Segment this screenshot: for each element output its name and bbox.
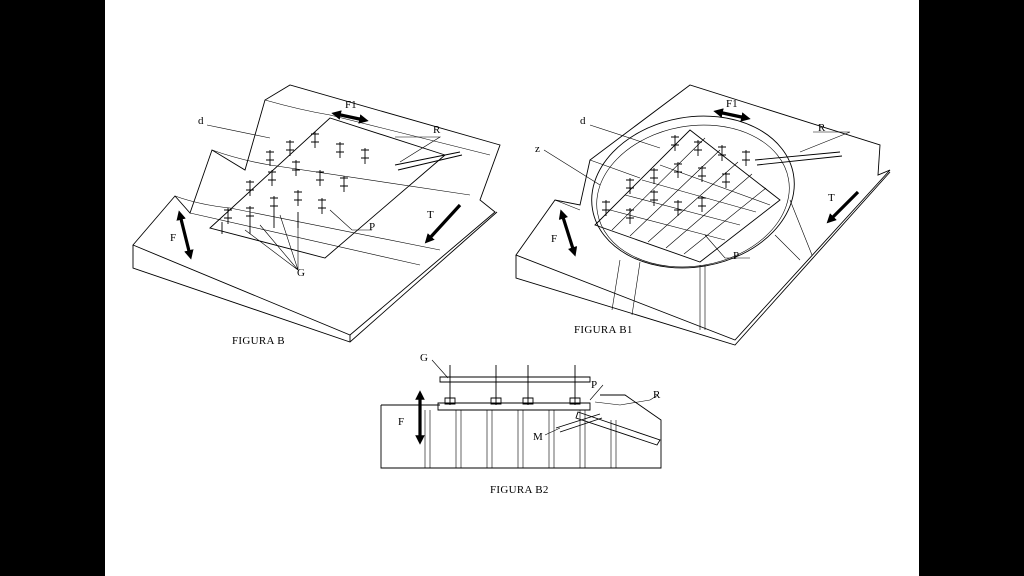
label-d-b: d (198, 115, 204, 127)
circular-pit (591, 115, 795, 269)
label-p-b1: P (733, 250, 739, 262)
arrow-f1-b1 (713, 108, 751, 122)
figure-b1: F1 d z R T F P FIGURA B1 (515, 84, 891, 346)
label-f-b1: F (551, 233, 557, 245)
caption-figura-b: FIGURA B (232, 335, 285, 347)
label-r-b: R (433, 124, 441, 136)
label-d-b1: d (580, 115, 586, 127)
caption-figura-b2: FIGURA B2 (490, 484, 549, 496)
seedling-units-b1 (602, 135, 750, 224)
label-t-b: T (427, 209, 434, 221)
figure-b2: G P R F M FIGURA B2 (380, 352, 662, 496)
label-f-b2: F (398, 416, 404, 428)
label-g-b2: G (420, 352, 428, 364)
label-t-b1: T (828, 192, 835, 204)
arrow-f-b (176, 210, 194, 260)
label-z-b1: z (535, 143, 540, 155)
label-r-b1: R (818, 122, 826, 134)
label-p-b: P (369, 221, 375, 233)
arrow-t-b1 (826, 190, 860, 224)
label-m-b2: M (533, 431, 543, 443)
patent-drawing: F1 d R T F P G FIGURA B F1 (132, 84, 891, 496)
label-f1-b1: F1 (726, 98, 738, 110)
arrow-f1-b (331, 110, 369, 124)
drawing-sheet: F1 d R T F P G FIGURA B F1 (105, 0, 919, 576)
figure-b: F1 d R T F P G FIGURA B (132, 84, 501, 347)
arrow-f-b1 (558, 209, 578, 257)
arrow-t-b (424, 203, 462, 244)
label-f1-b: F1 (345, 99, 357, 111)
seedling-units-b (221, 132, 369, 234)
label-p-b2: P (591, 379, 597, 391)
caption-figura-b1: FIGURA B1 (574, 324, 633, 336)
label-r-b2: R (653, 389, 661, 401)
label-g-b: G (297, 267, 305, 279)
label-f-b: F (170, 232, 176, 244)
